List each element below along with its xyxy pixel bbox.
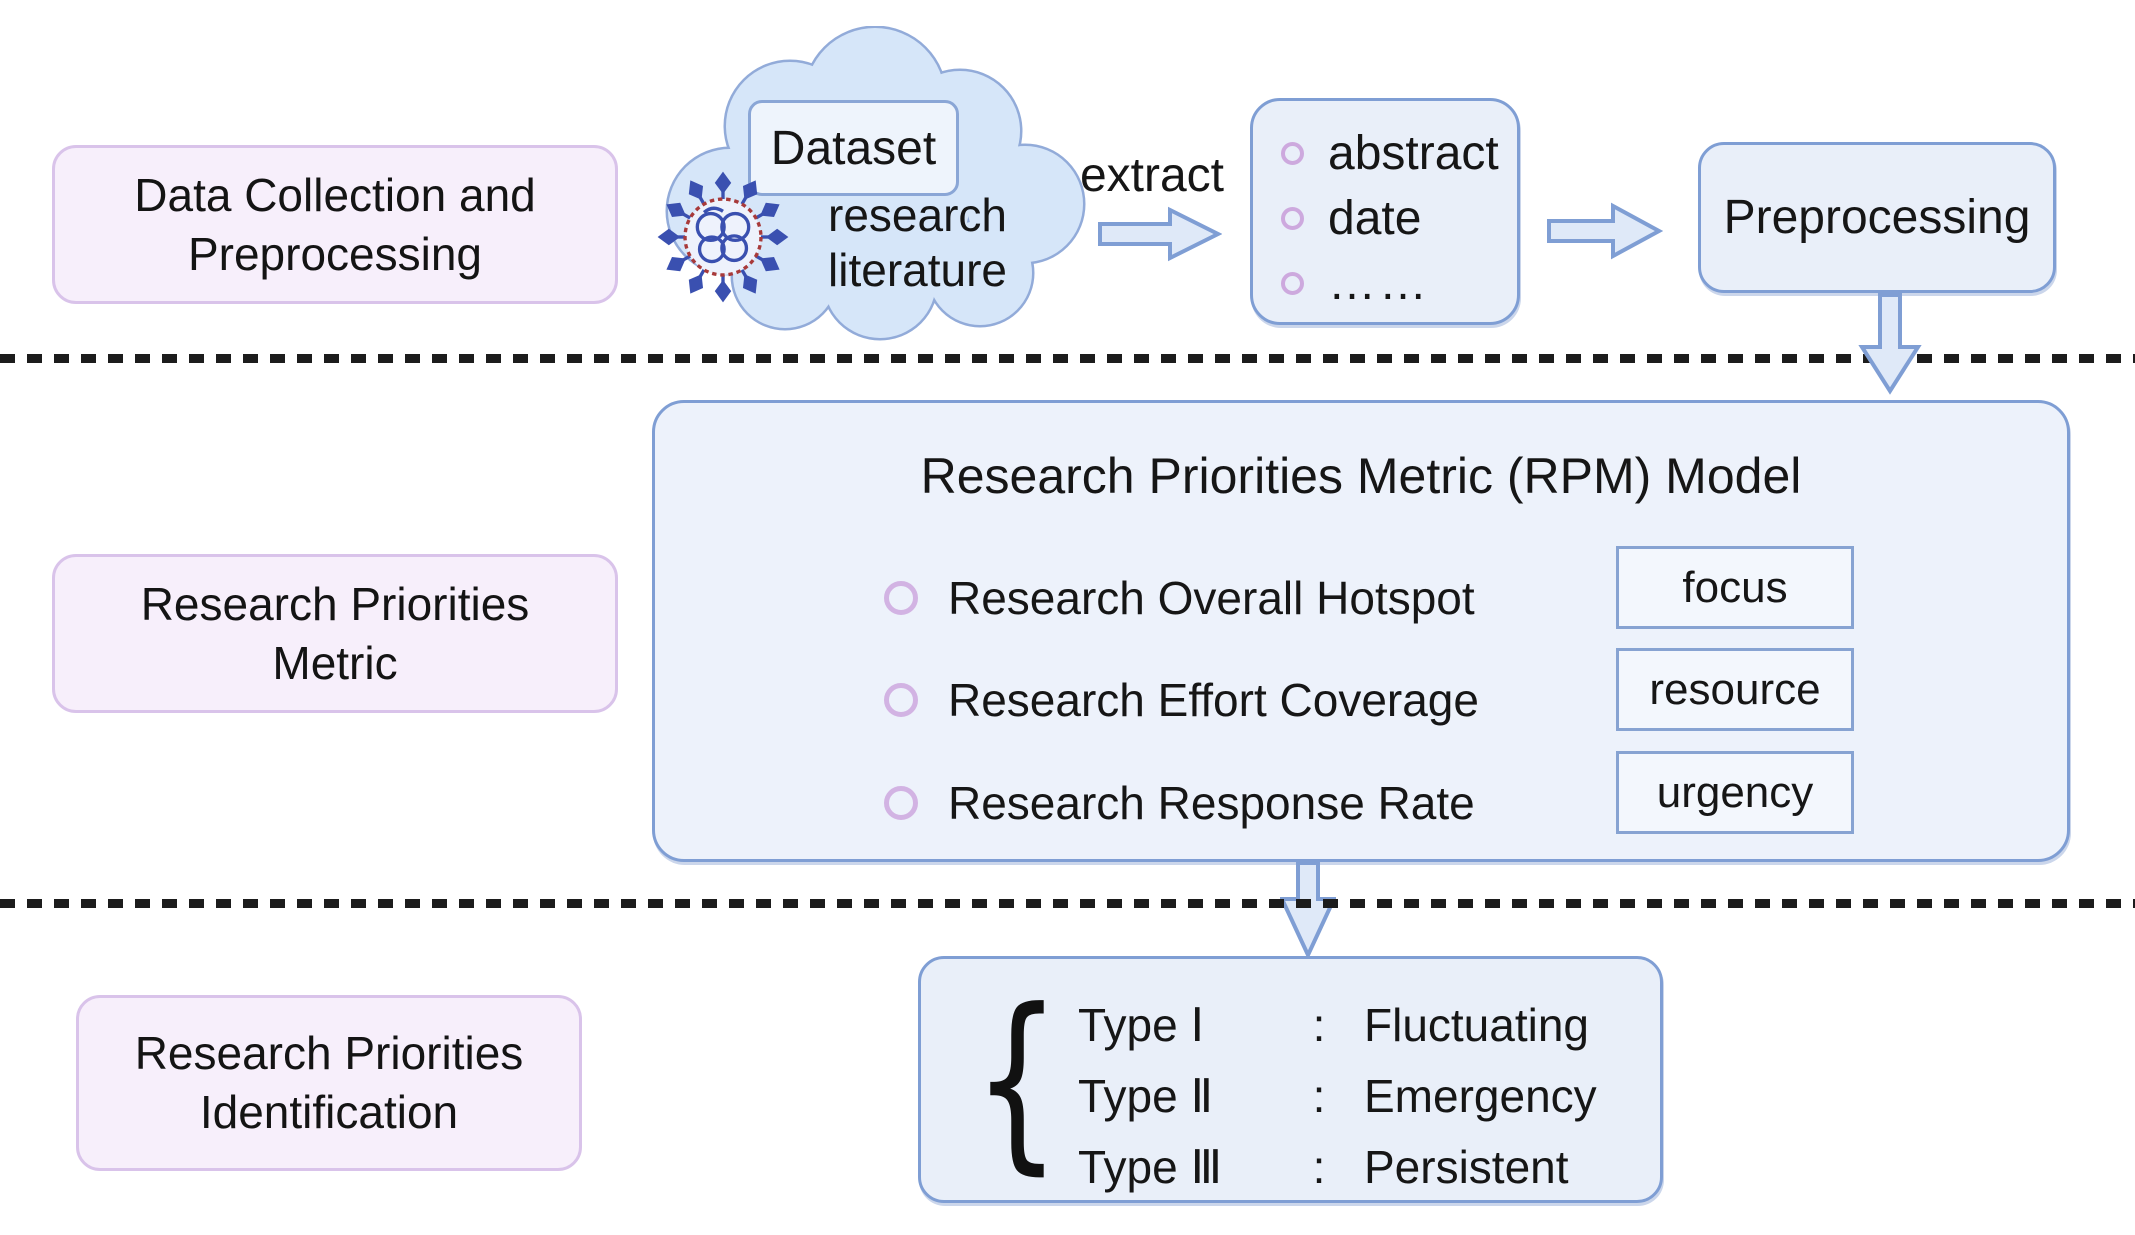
cloud-caption-line: research — [828, 189, 1007, 241]
field-label: date — [1328, 192, 1422, 245]
stage-label-data-collection: Data Collection and Preprocessing — [52, 145, 618, 304]
type-value: Emergency — [1364, 1069, 1597, 1122]
dataset-badge: Dataset — [748, 100, 959, 196]
type-separator: : — [1312, 1069, 1326, 1122]
bullet-icon — [884, 786, 918, 820]
type-classification-box: { Type Ⅰ : Fluctuating Type Ⅱ : Emergenc… — [918, 956, 1663, 1203]
arrow-right-icon — [1547, 202, 1663, 260]
type-value: Fluctuating — [1364, 998, 1590, 1051]
rpm-tag-label: focus — [1682, 562, 1788, 612]
extract-label: extract — [1079, 149, 1225, 202]
type-value: Persistent — [1364, 1140, 1569, 1193]
rpm-tag-resource: resource — [1616, 648, 1854, 731]
type-name: Type Ⅰ — [1078, 998, 1205, 1051]
rpm-metric-label: Research Response Rate — [948, 777, 1475, 829]
arrow-down-icon — [1280, 861, 1336, 957]
type-name: Type Ⅱ — [1078, 1069, 1214, 1122]
rpm-metric-label: Research Overall Hotspot — [948, 572, 1475, 624]
dataset-badge-label: Dataset — [770, 121, 937, 175]
section-divider — [0, 354, 2135, 363]
stage-label-line: Research Priorities — [140, 577, 530, 630]
stage-label-line: Metric — [272, 636, 398, 689]
rpm-metric-row: Research Effort Coverage — [884, 668, 1479, 732]
arrow-right-icon — [1098, 206, 1222, 262]
bullet-icon — [1281, 142, 1304, 165]
brace-icon: { — [973, 969, 1061, 1192]
field-label: abstract — [1328, 127, 1499, 180]
section-divider — [0, 899, 2135, 908]
type-separator: : — [1312, 998, 1326, 1051]
extracted-fields-box: abstract date …… — [1250, 98, 1520, 325]
type-name: Type Ⅲ — [1078, 1140, 1223, 1193]
stage-label-rp-metric: Research Priorities Metric — [52, 554, 618, 713]
bullet-icon — [884, 683, 918, 717]
bullet-icon — [884, 581, 918, 615]
stage-label-rp-identification: Research Priorities Identification — [76, 995, 582, 1171]
type-row: Type Ⅰ : Fluctuating — [1078, 989, 1597, 1060]
stage-label-line: Data Collection and — [134, 168, 536, 221]
rpm-tag-urgency: urgency — [1616, 751, 1854, 834]
field-row: …… — [1253, 251, 1517, 316]
field-row: date — [1253, 186, 1517, 251]
bullet-icon — [1281, 272, 1304, 295]
cloud-caption-line: literature — [828, 244, 1007, 297]
type-separator: : — [1312, 1140, 1326, 1193]
stage-label-line: Research Priorities — [134, 1027, 524, 1080]
rpm-tag-label: resource — [1649, 664, 1821, 714]
bullet-icon — [1281, 207, 1304, 230]
rpm-title: Research Priorities Metric (RPM) Model — [920, 448, 1802, 504]
rpm-metric-label: Research Effort Coverage — [948, 674, 1479, 726]
field-row: abstract — [1253, 121, 1517, 186]
rpm-metric-row: Research Response Rate — [884, 771, 1475, 835]
rpm-tag-focus: focus — [1616, 546, 1854, 629]
field-label: …… — [1328, 257, 1430, 310]
rpm-tag-label: urgency — [1656, 767, 1814, 817]
cloud-caption: research literature — [795, 188, 1040, 298]
type-row: Type Ⅲ : Persistent — [1078, 1131, 1597, 1202]
arrow-down-icon — [1858, 293, 1922, 395]
type-row: Type Ⅱ : Emergency — [1078, 1060, 1597, 1131]
preprocessing-box: Preprocessing — [1698, 142, 2056, 293]
stage-label-line: Preprocessing — [187, 227, 483, 280]
stage-label-line: Identification — [199, 1086, 459, 1138]
preprocessing-label: Preprocessing — [1723, 191, 2031, 244]
rpm-metric-row: Research Overall Hotspot — [884, 566, 1475, 630]
rpm-model-box: Research Priorities Metric (RPM) Model R… — [652, 400, 2070, 862]
virus-icon — [658, 172, 788, 302]
